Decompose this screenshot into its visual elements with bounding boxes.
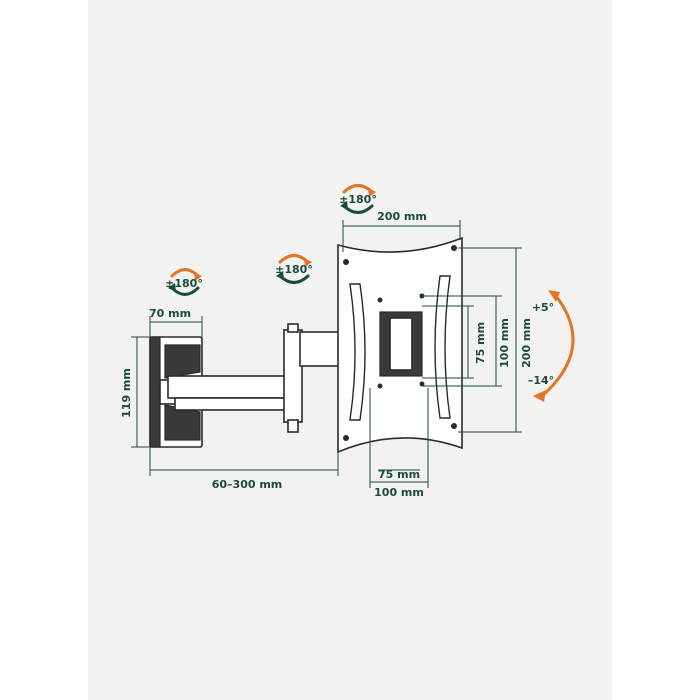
wall-plate-width-label: 70 mm bbox=[149, 307, 191, 320]
tilt-down-label: –14° bbox=[528, 374, 554, 387]
tilt-arrow-icon bbox=[533, 290, 575, 402]
dimension-lines bbox=[131, 220, 522, 488]
rotation-arrow-icon bbox=[340, 184, 376, 214]
wall-swivel-label: ±180° bbox=[165, 277, 203, 290]
tilt-up-label: +5° bbox=[532, 301, 554, 314]
arm-extension-label: 60–300 mm bbox=[212, 478, 283, 491]
wall-plate-height-label: 119 mm bbox=[120, 368, 133, 418]
vesa-height-outer-label: 200 mm bbox=[520, 318, 533, 368]
plate-rotation-label: ±180° bbox=[339, 193, 377, 206]
vesa-plate bbox=[337, 236, 463, 454]
vesa-height-inner-label: 75 mm bbox=[474, 322, 487, 364]
vesa-width-inner-label: 75 mm bbox=[378, 468, 420, 481]
vesa-width-middle-label: 100 mm bbox=[374, 486, 424, 499]
rotation-arrow-icon bbox=[168, 268, 202, 296]
rotation-arrow-icon bbox=[276, 254, 312, 284]
vesa-width-outer-label: 200 mm bbox=[377, 210, 427, 223]
arm-swivel-label: ±180° bbox=[275, 263, 313, 276]
swing-arm bbox=[167, 323, 343, 433]
vesa-height-middle-label: 100 mm bbox=[498, 318, 511, 368]
